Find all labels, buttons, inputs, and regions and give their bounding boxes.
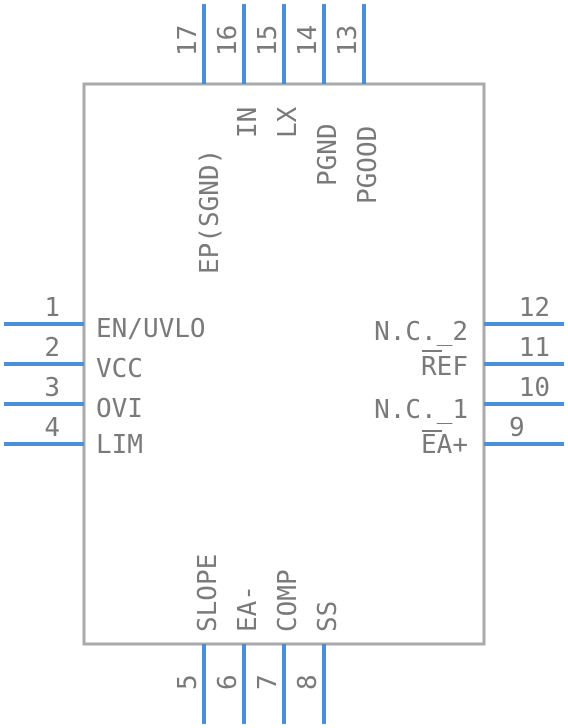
pin-13-name: PGOOD [353,126,383,204]
pin-2-name: VCC [96,354,143,384]
pin-1-number: 1 [44,293,60,323]
pin-16-number: 16 [213,25,243,56]
pin-14-name: PGND [313,123,343,186]
pin-4-number: 4 [44,413,60,443]
pin-11-name: REF [421,352,468,382]
pin-10-number: 10 [519,373,550,403]
pin-5-name: SLOPE [193,554,223,632]
pin-16-name: IN [233,107,263,138]
pin-7-name: COMP [273,569,303,632]
right-pins: 12 11 10 9 N.C._2 REF N.C._1 EA+ [374,293,564,460]
pin-12-number: 12 [519,293,550,323]
pin-2-number: 2 [44,333,60,363]
pin-6-number: 6 [213,674,243,690]
top-pins: 17 16 15 14 13 EP(SGND) IN LX PGND PGOOD [173,4,383,274]
pin-13-number: 13 [333,25,363,56]
pin-3-name: OVI [96,394,143,424]
pin-17-name: EP(SGND) [195,149,225,274]
left-pins: 1 2 3 4 EN/UVLO VCC OVI LIM [4,293,206,460]
bottom-pins: 5 6 7 8 SLOPE EA- COMP SS [173,554,343,724]
pin-8-number: 8 [293,674,323,690]
pin-3-number: 3 [44,373,60,403]
pin-10-name: N.C._1 [374,395,468,425]
pin-9-number: 9 [509,413,525,443]
pin-17-number: 17 [173,25,203,56]
pin-15-name: LX [273,106,303,138]
pin-15-number: 15 [253,25,283,56]
pin-11-number: 11 [519,333,550,363]
pin-6-name: EA- [233,585,263,632]
pin-14-number: 14 [293,25,323,56]
pin-1-name: EN/UVLO [96,314,206,344]
pin-5-number: 5 [173,674,203,690]
pin-8-name: SS [313,601,343,632]
pin-12-name: N.C._2 [374,317,468,347]
pin-7-number: 7 [253,674,283,690]
pin-9-name: EA+ [421,430,468,460]
pin-4-name: LIM [96,430,143,460]
